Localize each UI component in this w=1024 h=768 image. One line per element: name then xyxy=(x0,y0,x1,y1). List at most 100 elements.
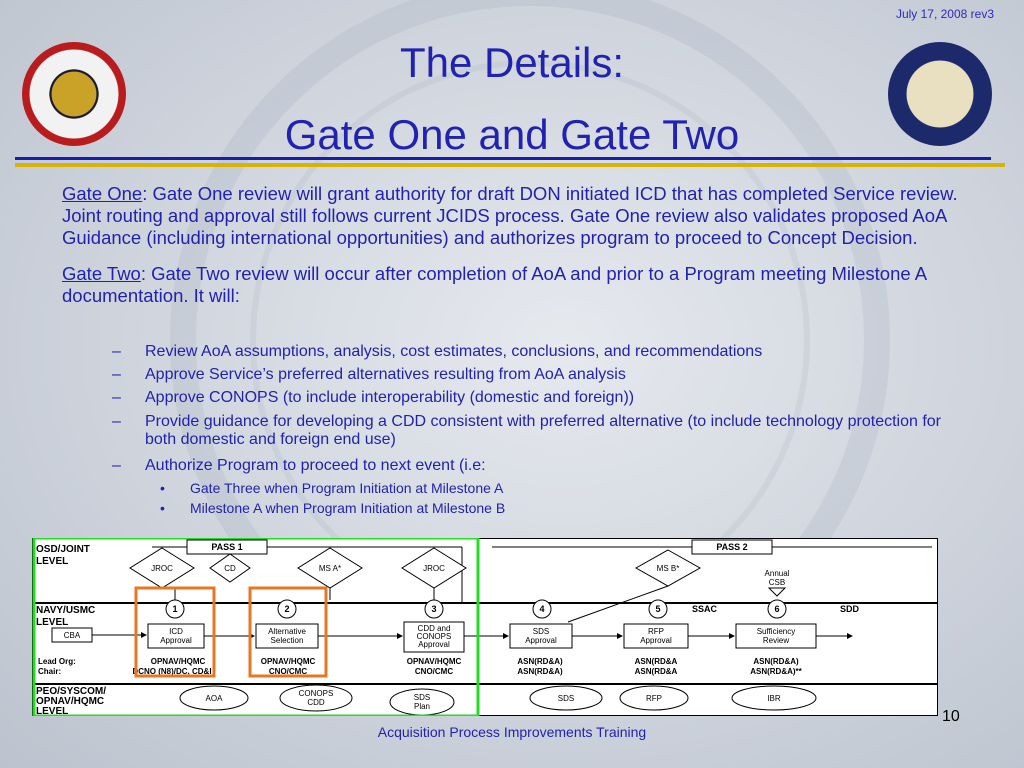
svg-text:AOA: AOA xyxy=(206,694,224,703)
svg-text:MS B*: MS B* xyxy=(657,564,680,573)
svg-text:CD: CD xyxy=(224,564,236,573)
marine-corps-seal-icon xyxy=(22,42,126,146)
svg-text:3: 3 xyxy=(431,604,436,614)
org-chair: ASN(RD&A) xyxy=(517,667,563,676)
svg-text:Sufficiency: Sufficiency xyxy=(757,627,796,636)
oval-ibr: IBR xyxy=(731,685,817,711)
level-label: PEO/SYSCOM/ xyxy=(36,686,106,697)
svg-text:CDD and: CDD and xyxy=(418,624,451,633)
level-label: LEVEL xyxy=(36,556,68,567)
svg-text:Approval: Approval xyxy=(418,640,450,649)
gate-one-text: : Gate One review will grant authority f… xyxy=(62,183,958,248)
org-lead: OPNAV/HQMC xyxy=(151,657,206,666)
slide-title-line1: The Details: xyxy=(399,39,625,86)
level-label: NAVY/USMC xyxy=(36,605,95,616)
chair-label: Chair: xyxy=(38,667,61,676)
org-chair: CNO/CMC xyxy=(415,667,453,676)
navy-seal-icon xyxy=(888,42,992,146)
svg-text:CDD: CDD xyxy=(307,698,325,707)
svg-text:JROC: JROC xyxy=(151,564,173,573)
gate-2-circle: 2 xyxy=(277,599,297,619)
org-lead: ASN(RD&A) xyxy=(517,657,563,666)
svg-text:ICD: ICD xyxy=(169,627,183,636)
oval-aoa: AOA xyxy=(179,685,249,711)
org-lead: OPNAV/HQMC xyxy=(261,657,316,666)
annual-csb-label: CSB xyxy=(769,578,785,587)
highlight-pass-one xyxy=(32,538,480,716)
svg-text:Alternative: Alternative xyxy=(268,627,306,636)
box-cba: CBA xyxy=(51,627,93,643)
gate-two-label: Gate Two xyxy=(62,263,141,284)
level-label: LEVEL xyxy=(36,617,68,628)
highlight-gate-two xyxy=(248,586,328,678)
svg-text:CONOPS: CONOPS xyxy=(299,689,334,698)
lead-org-label: Lead Org: xyxy=(38,657,76,666)
org-chair: ASN(RD&A xyxy=(635,667,678,676)
gate-process-diagram: OSD/JOINT LEVEL NAVY/USMC LEVEL PEO/SYSC… xyxy=(32,538,938,716)
title-rule-gold xyxy=(15,163,1005,167)
svg-text:Review: Review xyxy=(763,636,789,645)
oval-rfp: RFP xyxy=(619,685,689,711)
gate-4-circle: 4 xyxy=(532,599,552,619)
org-lead: OPNAV/HQMC xyxy=(407,657,462,666)
level-label: OSD/JOINT xyxy=(36,544,90,555)
pass2-label: PASS 2 xyxy=(716,542,747,552)
svg-text:IBR: IBR xyxy=(767,694,781,703)
svg-text:Plan: Plan xyxy=(414,702,430,711)
org-lead: ASN(RD&A) xyxy=(753,657,799,666)
svg-text:Approval: Approval xyxy=(640,636,672,645)
svg-text:Selection: Selection xyxy=(271,636,304,645)
pass1-label: PASS 1 xyxy=(211,542,242,552)
slide-title-line2: Gate One and Gate Two xyxy=(284,111,740,158)
gate-6-circle: 6 xyxy=(767,599,787,619)
highlight-gate-one xyxy=(134,586,216,678)
title-rule-blue xyxy=(15,157,991,160)
svg-text:SDS: SDS xyxy=(533,627,549,636)
page-number: 10 xyxy=(942,708,960,725)
gate-5-circle: 5 xyxy=(648,599,668,619)
oval-sds: SDS xyxy=(529,685,603,711)
svg-text:2: 2 xyxy=(284,604,289,614)
svg-text:SDS: SDS xyxy=(558,694,574,703)
footer-text: Acquisition Process Improvements Trainin… xyxy=(377,724,647,740)
svg-text:1: 1 xyxy=(172,604,177,614)
gate-1-circle: 1 xyxy=(165,599,185,619)
org-chair: ASN(RD&A)** xyxy=(750,667,802,676)
org-lead: ASN(RD&A xyxy=(635,657,678,666)
svg-text:Approval: Approval xyxy=(525,636,557,645)
svg-text:SDS: SDS xyxy=(414,693,430,702)
diamond-cd: CD xyxy=(209,553,251,583)
org-chair: DCNO (N8)/DC, CD&I xyxy=(132,667,211,676)
svg-text:6: 6 xyxy=(774,604,779,614)
org-chair: CNO/CMC xyxy=(269,667,307,676)
svg-text:MS A*: MS A* xyxy=(319,564,341,573)
svg-text:RFP: RFP xyxy=(648,627,664,636)
svg-text:JROC: JROC xyxy=(423,564,445,573)
svg-text:RFP: RFP xyxy=(646,694,662,703)
gate-two-paragraph: Gate Two: Gate Two review will occur aft… xyxy=(62,263,982,307)
gate-two-text: : Gate Two review will occur after compl… xyxy=(62,263,927,306)
revision-date: July 17, 2008 rev3 xyxy=(895,7,994,21)
svg-text:4: 4 xyxy=(539,604,544,614)
gate-one-paragraph: Gate One: Gate One review will grant aut… xyxy=(62,183,982,249)
svg-text:Approval: Approval xyxy=(160,636,192,645)
slide-body: Gate One: Gate One review will grant aut… xyxy=(62,183,982,321)
annual-csb-label: Annual xyxy=(765,569,790,578)
gate-3-circle: 3 xyxy=(424,599,444,619)
level-label: OPNAV/HQMC xyxy=(36,696,104,707)
sdd-label: SDD xyxy=(840,604,860,614)
gate-one-label: Gate One xyxy=(62,183,143,204)
svg-text:5: 5 xyxy=(655,604,660,614)
ssac-label: SSAC xyxy=(692,604,718,614)
svg-text:CBA: CBA xyxy=(64,631,81,640)
level-label: LEVEL xyxy=(36,706,68,716)
svg-text:CONOPS: CONOPS xyxy=(417,632,452,641)
